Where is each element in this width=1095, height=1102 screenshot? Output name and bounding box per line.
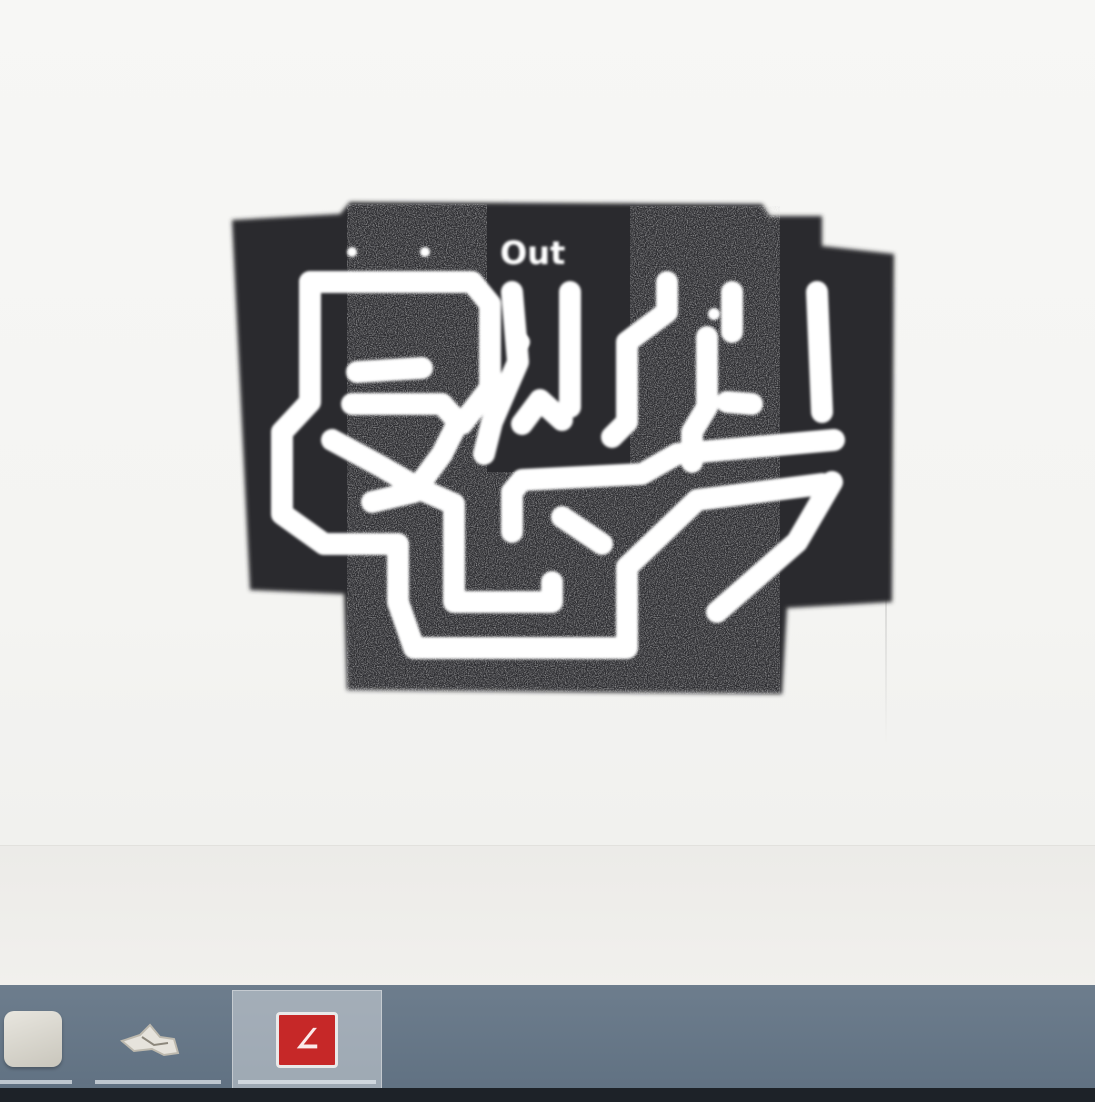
pcb-traces: [271, 271, 845, 659]
app-icon: [116, 1019, 196, 1059]
viewer-bottom-area: [0, 845, 1095, 986]
taskbar-item-indicator: [95, 1080, 221, 1084]
monitor-bezel: [0, 1088, 1095, 1102]
taskbar-item-indicator: [0, 1080, 72, 1084]
folder-icon: [3, 1011, 62, 1067]
board-label: Out: [500, 234, 565, 272]
pdf-reader-icon: ∠: [276, 1012, 338, 1068]
pcb-layout-image: Out: [222, 192, 912, 712]
pdf-viewer-canvas: Out: [0, 0, 1095, 986]
pcb-pads: [347, 247, 720, 484]
taskbar-item-indicator: [238, 1080, 376, 1084]
pdf-glyph: ∠: [292, 1020, 322, 1060]
taskbar-item-file-explorer[interactable]: [0, 990, 75, 1088]
taskbar-item-app[interactable]: [88, 990, 223, 1088]
taskbar-item-acrobat-reader[interactable]: ∠: [232, 990, 382, 1090]
